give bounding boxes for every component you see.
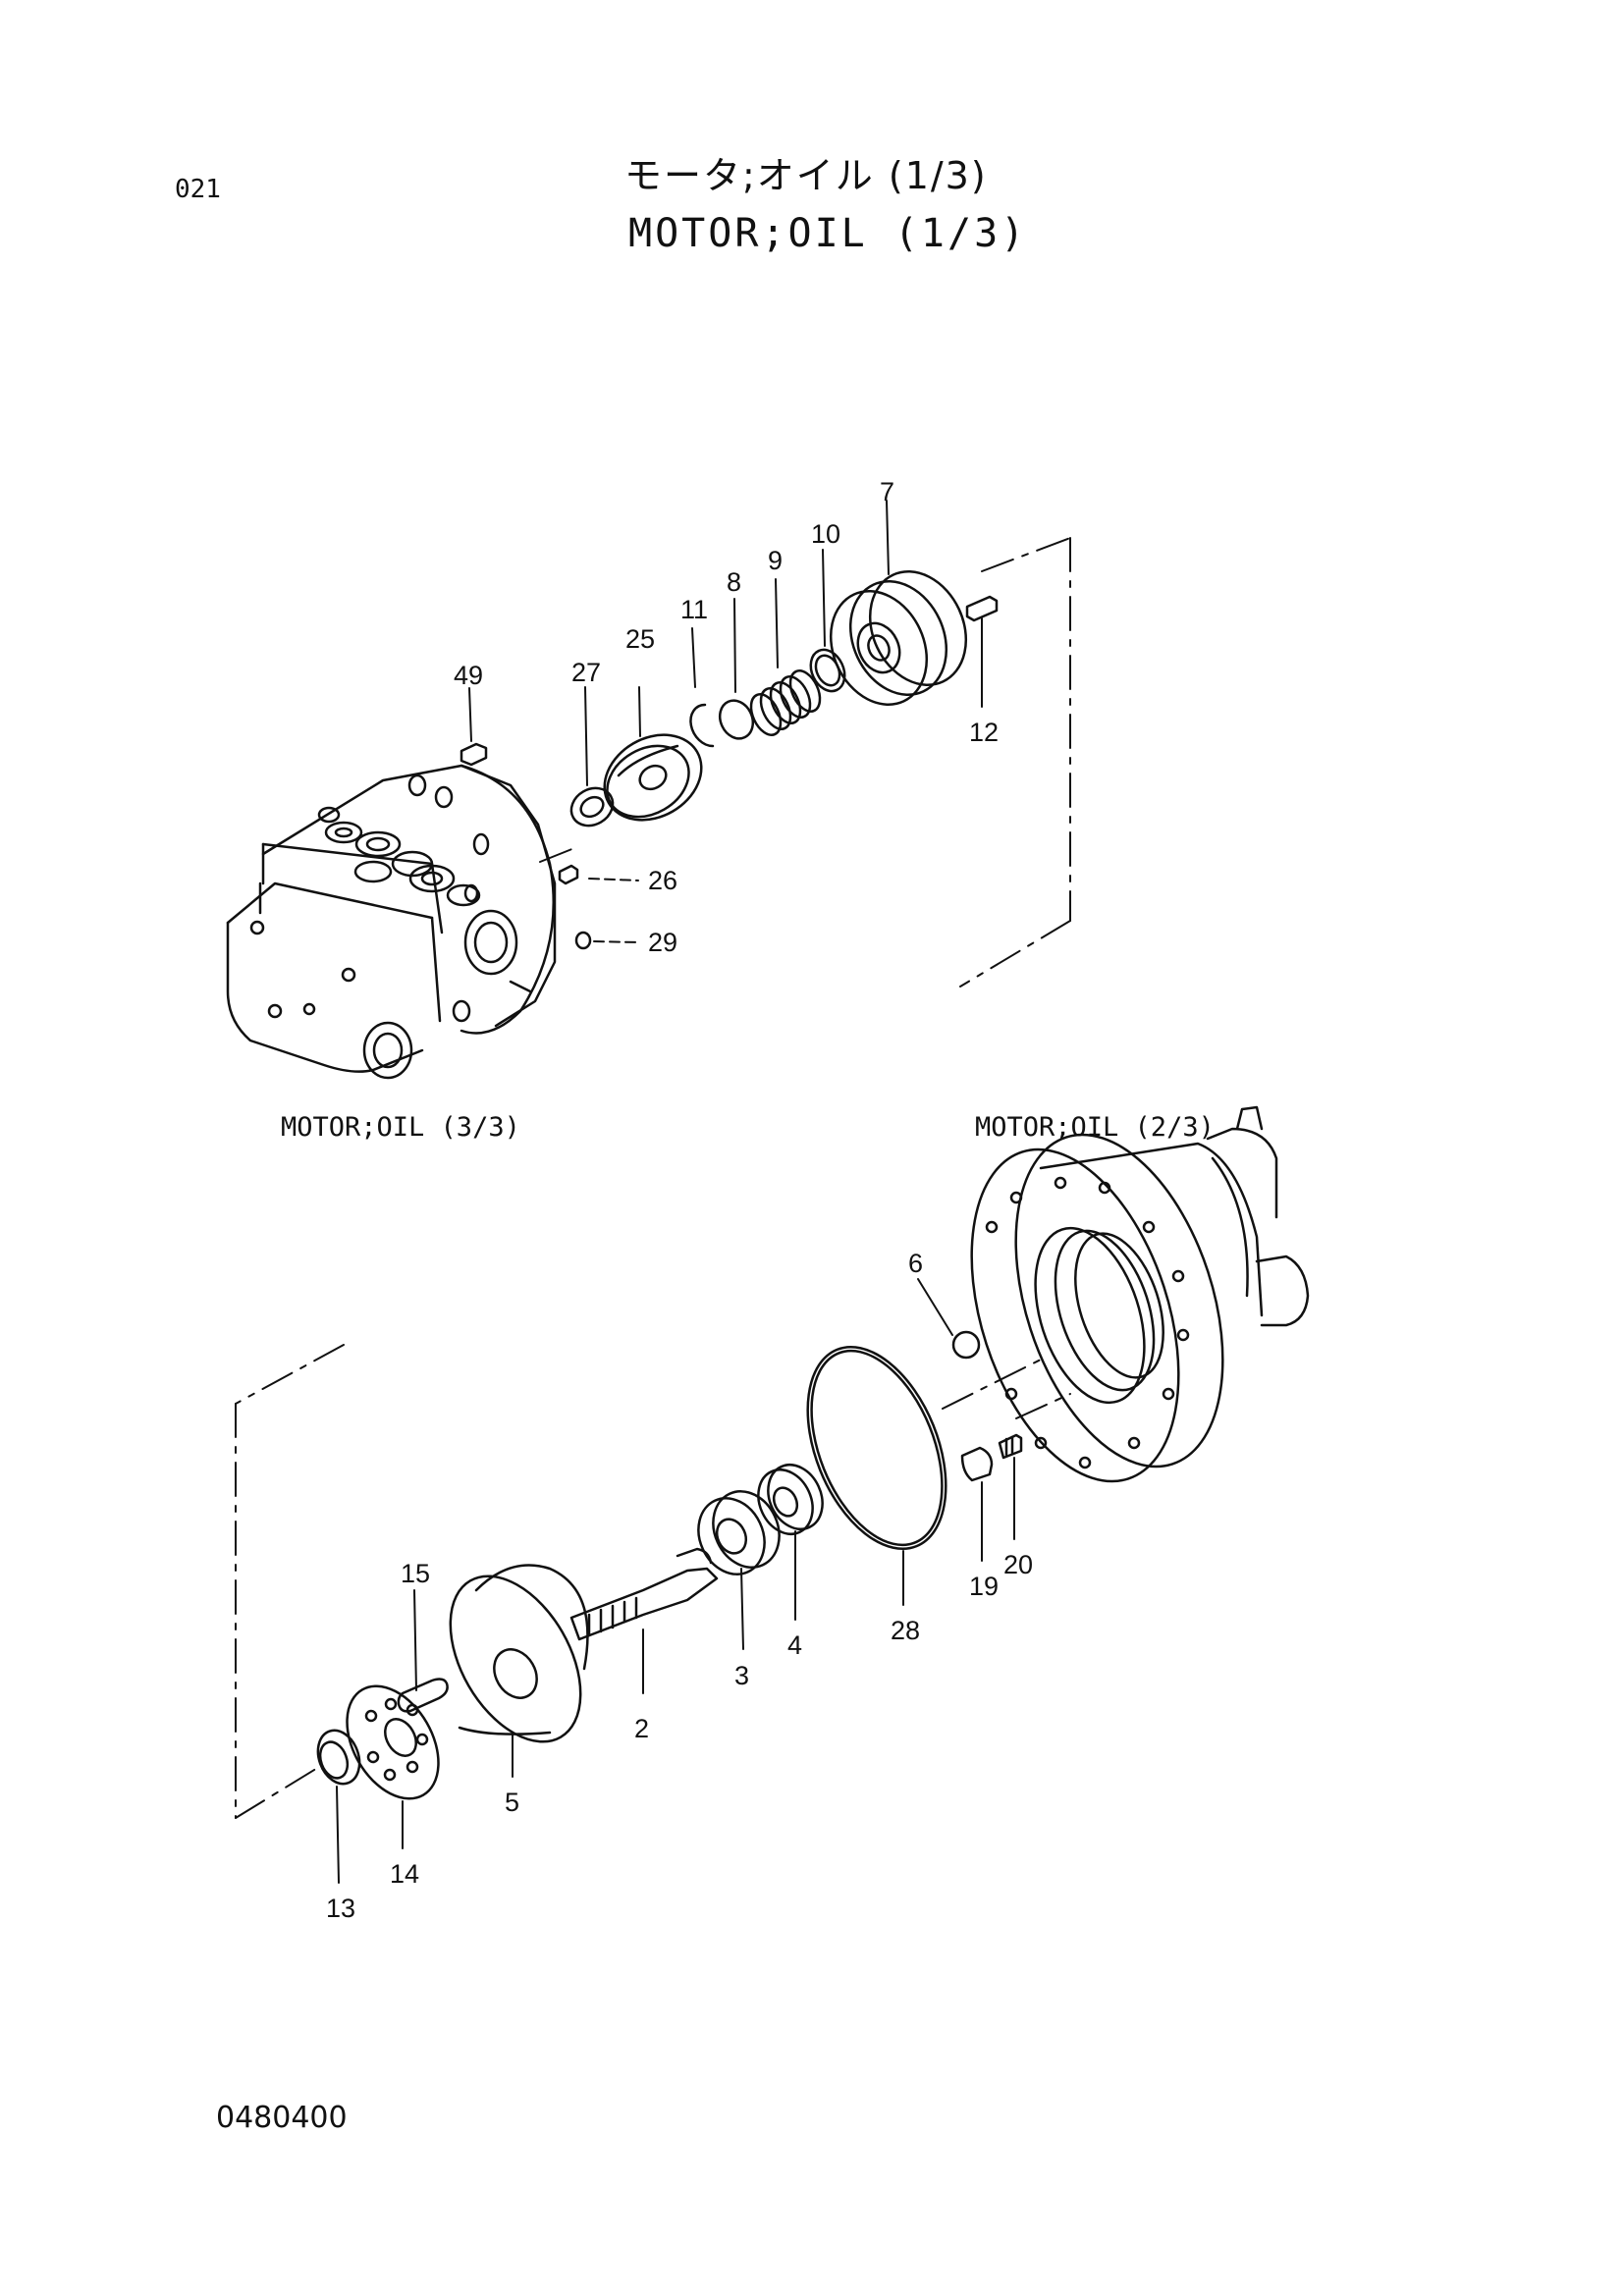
part-29-o-ring	[574, 931, 639, 950]
label-part-4: 4	[787, 1630, 802, 1660]
title-english: MOTOR;OIL (1/3)	[628, 211, 1028, 256]
part-9-spring	[749, 578, 822, 736]
part-12-pin	[965, 595, 999, 708]
phantom-line-upper	[539, 537, 1071, 988]
part-49-pin	[460, 687, 488, 767]
part-26-pin	[558, 864, 639, 885]
part-8-ring	[718, 598, 755, 740]
label-part-7: 7	[880, 477, 894, 507]
label-part-20: 20	[1003, 1550, 1033, 1579]
part-6-ball	[917, 1278, 981, 1360]
label-part-19: 19	[969, 1572, 999, 1601]
part-28-o-ring	[806, 1345, 947, 1606]
label-part-8: 8	[727, 567, 741, 597]
label-part-12: 12	[969, 718, 999, 747]
page-code: 021	[175, 175, 221, 204]
phantom-line-lower	[235, 1344, 1071, 1819]
label-part-49: 49	[454, 661, 483, 690]
part-7-piston	[829, 500, 968, 706]
part-15-pin	[397, 1589, 449, 1713]
title-japanese: モータ;オイル (1/3)	[624, 154, 988, 197]
label-part-9: 9	[768, 546, 783, 575]
label-part-25: 25	[625, 624, 655, 654]
part-25-valve-plate	[603, 686, 703, 822]
part-2-shaft	[569, 1547, 719, 1694]
part-13-seal	[316, 1729, 361, 1884]
label-part-13: 13	[326, 1894, 355, 1923]
subassembly-ref-left: MOTOR;OIL (3/3)	[281, 1112, 520, 1143]
label-part-3: 3	[734, 1661, 749, 1690]
label-part-10: 10	[811, 519, 840, 549]
part-4-bearing	[757, 1464, 824, 1621]
motor-case	[970, 1105, 1310, 1483]
label-part-27: 27	[571, 658, 601, 687]
label-part-14: 14	[390, 1859, 419, 1889]
part-5-swash-plate	[449, 1564, 589, 1778]
part-19-plug	[960, 1446, 994, 1562]
label-part-28: 28	[891, 1616, 920, 1645]
label-part-26: 26	[648, 866, 677, 895]
label-part-11: 11	[680, 595, 708, 624]
part-14-plate	[346, 1684, 440, 1849]
part-20-plug	[998, 1433, 1023, 1540]
motor-housing	[226, 764, 557, 1080]
part-10-ring	[809, 549, 846, 693]
subassembly-ref-right: MOTOR;OIL (2/3)	[975, 1112, 1215, 1143]
part-27-bearing	[569, 686, 615, 828]
label-part-29: 29	[648, 928, 677, 957]
part-11-snap-ring	[689, 627, 715, 748]
label-part-15: 15	[401, 1559, 430, 1588]
part-3-bearing	[697, 1490, 781, 1650]
label-part-6: 6	[908, 1249, 923, 1278]
document-number: 0480400	[216, 2101, 348, 2135]
label-part-5: 5	[505, 1788, 519, 1817]
label-part-2: 2	[634, 1714, 649, 1743]
